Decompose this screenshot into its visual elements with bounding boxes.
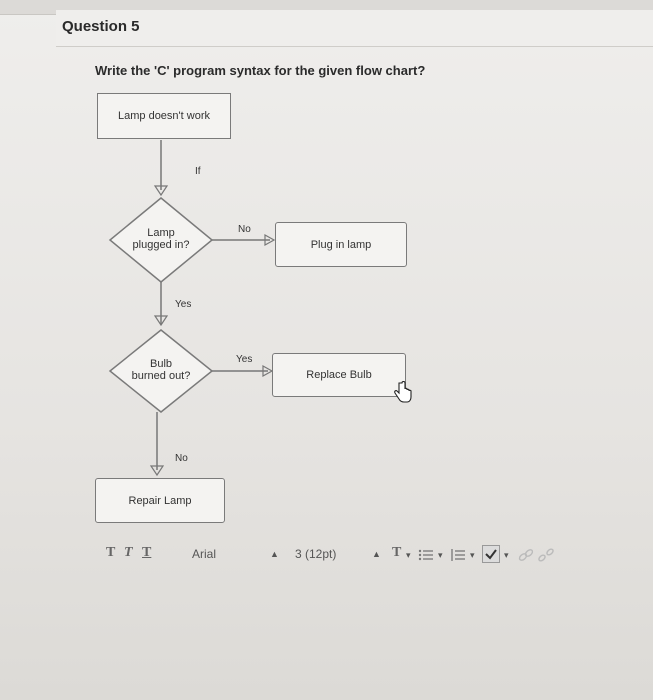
edge-label-no-2: No: [175, 453, 188, 464]
start-node: Lamp doesn't work: [97, 93, 231, 139]
unordered-list-icon[interactable]: [418, 548, 434, 562]
question-title: Question 5: [62, 18, 140, 35]
action-plug-in-lamp: Plug in lamp: [275, 222, 407, 267]
font-size-dropdown-icon[interactable]: ▲: [372, 549, 381, 559]
text-color-dropdown-icon[interactable]: ▾: [406, 550, 411, 560]
action1-label: Plug in lamp: [310, 238, 372, 251]
ordered-list-dropdown-icon[interactable]: ▾: [470, 550, 475, 560]
spellcheck-dropdown-icon[interactable]: ▾: [504, 550, 509, 560]
edge-label-if: If: [195, 166, 201, 177]
decision-bulb-burned: [108, 329, 214, 413]
hand-cursor-icon: [394, 381, 412, 403]
unlink-icon[interactable]: [538, 548, 554, 562]
decision1-line2: plugged in?: [132, 239, 190, 251]
decision1-line1: Lamp: [147, 227, 175, 239]
action-replace-bulb: Replace Bulb: [272, 353, 406, 397]
edge-label-no-1: No: [238, 224, 251, 235]
spellcheck-icon[interactable]: [482, 545, 500, 563]
underline-button[interactable]: T: [142, 545, 152, 560]
arrowhead: [153, 185, 169, 197]
start-node-label: Lamp doesn't work: [118, 110, 210, 122]
edge-label-yes-2: Yes: [236, 354, 253, 365]
font-size-select[interactable]: 3 (12pt): [295, 547, 337, 561]
end-node-repair-lamp: Repair Lamp: [95, 478, 225, 523]
end-node-label: Repair Lamp: [128, 494, 192, 507]
edge-label-yes-1: Yes: [175, 299, 192, 310]
text-color-button[interactable]: T: [392, 545, 402, 560]
ordered-list-icon[interactable]: [450, 548, 466, 562]
question-prompt: Write the 'C' program syntax for the giv…: [95, 63, 426, 78]
font-family-dropdown-icon[interactable]: ▲: [270, 549, 279, 559]
decision2-label: Bulb burned out?: [121, 358, 201, 382]
question-header: Question 5: [56, 10, 653, 47]
unordered-list-dropdown-icon[interactable]: ▾: [438, 550, 443, 560]
italic-button[interactable]: T: [124, 545, 133, 560]
editor-toolbar: T T T Arial ▲ 3 (12pt) ▲ T ▾ ▾ ▾ ▾: [100, 543, 630, 569]
decision2-line2: burned out?: [131, 370, 191, 382]
action2-label: Replace Bulb: [306, 369, 372, 381]
link-icon[interactable]: [518, 548, 534, 562]
decision2-line1: Bulb: [149, 358, 173, 370]
font-family-select[interactable]: Arial: [192, 547, 217, 561]
bold-button[interactable]: T: [106, 545, 116, 560]
decision1-label: Lamp plugged in?: [121, 227, 201, 251]
